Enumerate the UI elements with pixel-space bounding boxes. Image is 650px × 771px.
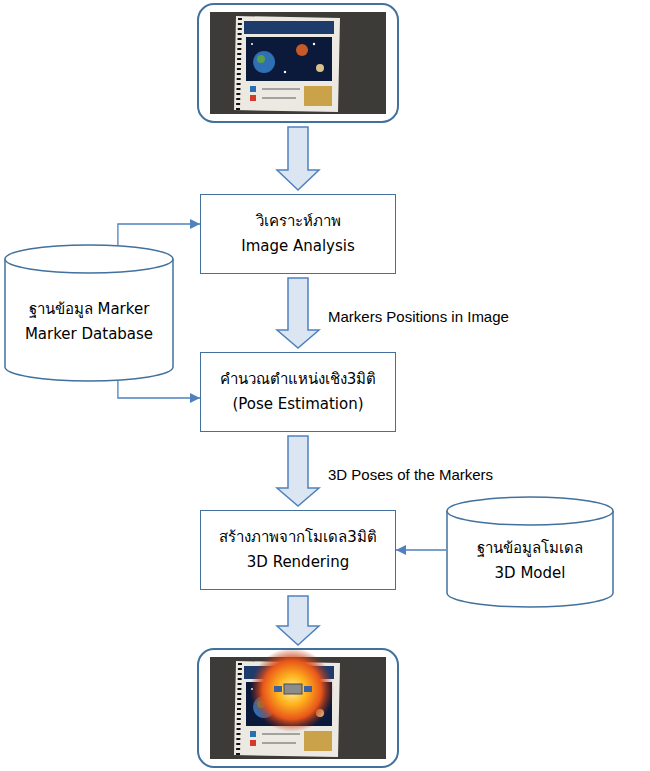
input-arrow [277,127,319,190]
node-subtitle: 3D Rendering [247,550,349,576]
node-subtitle: (Pose Estimation) [232,392,363,418]
connector-line [396,549,446,550]
process-box: สร้างภาพจากโมเดล3มิติ3D Rendering [200,510,396,590]
node-title: วิเคราะห์ภาพ [256,209,341,235]
node-subtitle: 3D Model [495,561,566,587]
cylinder-top [447,497,613,525]
output-arrow [277,596,319,645]
node-title: สร้างภาพจากโมเดล3มิติ [219,525,377,551]
process-box: วิเคราะห์ภาพImage Analysis [200,194,396,274]
block-arrow [277,278,319,348]
node-title: ฐานข้อมูลโมเดล [477,536,583,562]
input-photo [198,4,398,122]
edge-label: 3D Poses of the Markers [328,465,493,485]
edge-label: Markers Positions in Image [328,307,509,327]
cylinder-body [5,259,173,381]
output-photo [198,648,398,767]
database-cylinder: ฐานข้อมูลโมเดล3D Model [446,496,614,608]
database-cylinder: ฐานข้อมูล MarkerMarker Database [4,244,174,382]
node-subtitle: Image Analysis [241,234,355,260]
connector-line [118,381,200,398]
cylinder-top [5,245,173,273]
block-arrow [277,436,319,506]
process-box: คำนวณตำแหน่งเชิง3มิติ(Pose Estimation) [200,352,396,432]
connector-line [118,224,200,245]
node-title: ฐานข้อมูล Marker [29,297,150,323]
node-title: คำนวณตำแหน่งเชิง3มิติ [220,367,377,393]
node-subtitle: Marker Database [25,322,153,348]
